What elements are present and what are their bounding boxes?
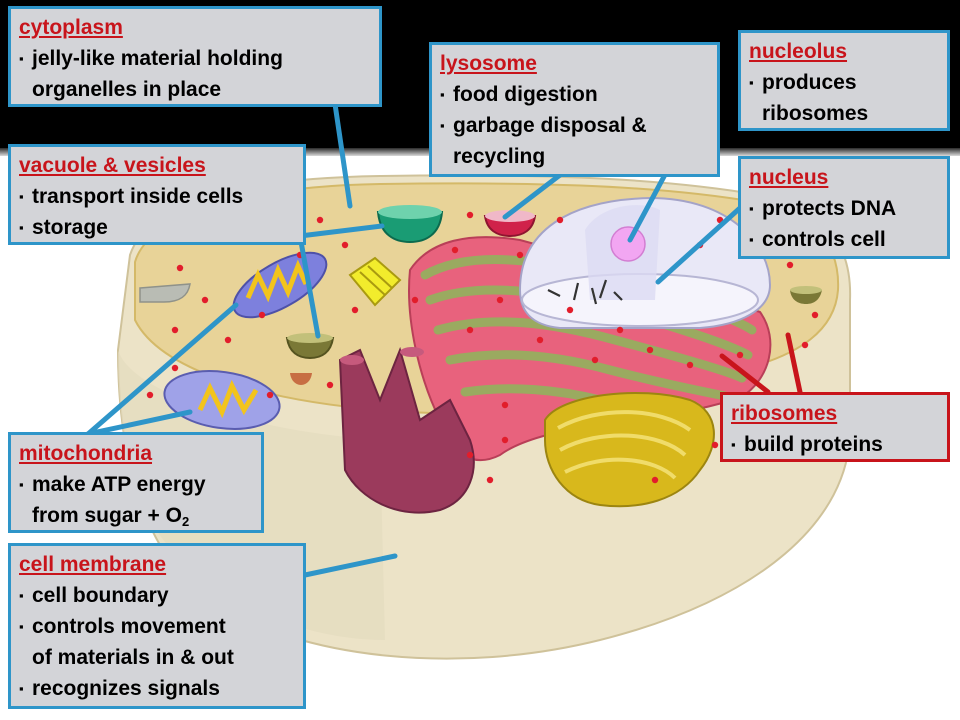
mitochondria-label: mitochondria ▪make ATP energy from sugar… <box>8 432 264 533</box>
lysosome-label: lysosome ▪food digestion ▪garbage dispos… <box>429 42 720 177</box>
vacuole-title: vacuole & vesicles <box>19 154 206 177</box>
nucleus-line-2: controls cell <box>762 228 886 251</box>
membrane-title: cell membrane <box>19 553 167 576</box>
nucleus-label: nucleus ▪protects DNA ▪controls cell <box>738 156 950 259</box>
ribosome-dot <box>646 346 654 354</box>
nucleolus-line-1: produces <box>762 71 857 94</box>
ribosome-dot <box>201 296 209 304</box>
ribosome-dot <box>786 261 794 269</box>
ribosome-dot <box>224 336 232 344</box>
ribosome-dot <box>171 364 179 372</box>
ribosome-dot <box>146 391 154 399</box>
ribosome-dot <box>686 361 694 369</box>
smooth-endoplasmic-reticulum <box>338 346 475 514</box>
nucleus-line-1: protects DNA <box>762 197 897 220</box>
pointer-mitochondria-b <box>85 409 193 437</box>
ribosomes-line-1: build proteins <box>744 433 883 456</box>
nucleus-shape <box>518 196 772 329</box>
mitochondria-line-1: make ATP energy <box>32 473 206 496</box>
lysosome-line-2: garbage disposal & <box>453 114 647 137</box>
ribosome-dot <box>496 296 504 304</box>
vacuole-line-2: storage <box>32 216 108 239</box>
ribosome-dot <box>176 264 184 272</box>
pointer-lines <box>85 101 803 578</box>
pointer-membrane <box>302 553 398 578</box>
lysosome-title: lysosome <box>440 52 537 75</box>
cytoplasm-line-2: organelles in place <box>32 78 222 101</box>
ribosome-dot <box>516 251 524 259</box>
ribosome-dot <box>466 451 474 459</box>
ribosome-dots <box>146 211 819 484</box>
pointer-lysosome <box>502 172 563 220</box>
nucleolus-line-2: ribosomes <box>762 102 869 125</box>
ribosome-dot <box>266 391 274 399</box>
ribosome-dot <box>591 356 599 364</box>
pointer-mitochondria-a <box>85 302 239 437</box>
vacuole-line-1: transport inside cells <box>32 185 244 208</box>
nucleolus-title: nucleolus <box>749 40 848 63</box>
centriole <box>348 256 402 307</box>
ribosome-dot <box>711 441 719 449</box>
ribosome-dot <box>466 326 474 334</box>
pointer-vacuole-b <box>297 233 321 339</box>
ribosome-dot <box>351 306 359 314</box>
ribosome-dot <box>736 351 744 359</box>
membrane-line-1: cell boundary <box>32 584 169 607</box>
ribosome-dot <box>316 216 324 224</box>
cytoplasm-title: cytoplasm <box>19 16 123 39</box>
oxygen-subscript: 2 <box>181 514 190 529</box>
ribosome-dot <box>556 216 564 224</box>
ribosome-dot <box>501 401 509 409</box>
membrane-line-3: of materials in & out <box>32 646 234 669</box>
membrane-line-2: controls movement <box>32 615 226 638</box>
ribosome-dot <box>811 311 819 319</box>
cell-membrane-label: cell membrane ▪cell boundary ▪controls m… <box>8 543 306 709</box>
ribosome-dot <box>801 341 809 349</box>
ribosome-dot <box>486 476 494 484</box>
pointer-nucleus <box>655 205 743 285</box>
ribosome-dot <box>536 336 544 344</box>
ribosome-dot <box>566 306 574 314</box>
pointer-ribosomes-b <box>785 332 803 395</box>
nucleolus-label: nucleolus ▪produces ribosomes <box>738 30 950 131</box>
ribosome-dot <box>651 476 659 484</box>
lysosome-line-1: food digestion <box>453 83 598 106</box>
ribosomes-label: ribosomes ▪build proteins <box>720 392 950 462</box>
ribosome-dot <box>258 311 266 319</box>
mitochondria-shapes <box>163 251 328 430</box>
ribosome-dot <box>501 436 509 444</box>
pointer-cytoplasm <box>332 101 353 209</box>
mitochondria-line-2: from sugar + O <box>32 504 182 527</box>
cytoplasm-line-1: jelly-like material holding <box>32 47 283 70</box>
ribosome-dot <box>451 246 459 254</box>
pointer-ribosomes-a <box>719 353 771 395</box>
golgi-apparatus <box>544 391 715 508</box>
lysosome-line-3: recycling <box>453 145 546 168</box>
nucleus-title: nucleus <box>749 166 829 189</box>
ribosome-dot <box>341 241 349 249</box>
ribosome-dot <box>171 326 179 334</box>
ribosome-dot <box>326 381 334 389</box>
ribosome-dot <box>411 296 419 304</box>
mitochondria-title: mitochondria <box>19 442 153 465</box>
vacuole-vesicles-label: vacuole & vesicles ▪transport inside cel… <box>8 144 306 245</box>
ribosome-dot <box>466 211 474 219</box>
membrane-line-4: recognizes signals <box>32 677 220 700</box>
pointer-vacuole-a <box>297 223 385 239</box>
vacuoles-and-vesicles <box>139 205 822 385</box>
ribosomes-title: ribosomes <box>731 402 838 425</box>
cytoplasm-label: cytoplasm ▪jelly-like material holding o… <box>8 6 382 107</box>
ribosome-dot <box>616 326 624 334</box>
